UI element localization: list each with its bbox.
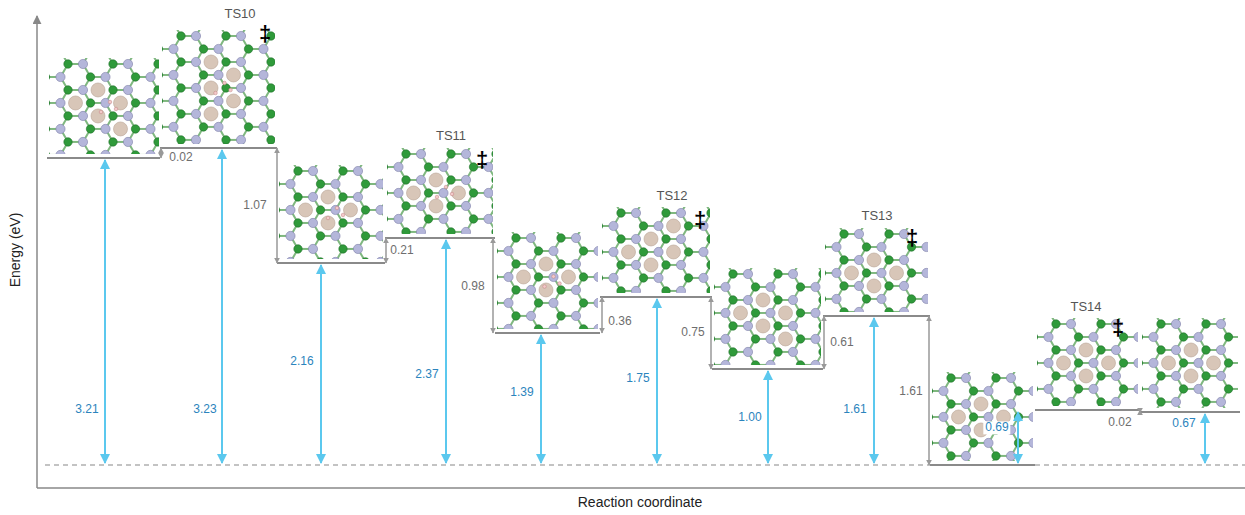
dagger-symbol: ‡ [906,226,918,250]
energy-value: 0.02 [167,151,194,164]
energy-value: 2.16 [288,355,315,368]
energy-arrow [445,240,447,463]
energy-arrow [540,335,542,463]
structure-image [162,30,275,144]
energy-arrow [221,150,223,463]
y-axis [36,16,38,488]
energy-value: 1.61 [841,403,868,416]
energy-arrow [656,299,658,463]
ts-label: TS11 [434,129,468,143]
barrier-arrow [928,316,930,465]
reference-line [45,464,1245,465]
energy-arrow [1204,414,1206,463]
energy-arrow [104,160,106,463]
barrier-arrow [823,316,825,369]
energy-level [823,315,930,317]
structure-image [1142,318,1238,408]
energy-level [712,368,823,370]
ts-label: TS14 [1068,300,1103,314]
structure-image [387,148,493,234]
energy-value: 0.36 [606,315,633,328]
energy-level [47,157,160,159]
barrier-arrow [385,238,387,263]
axis-title: Energy (eV) [8,211,23,290]
ts-label: TS12 [654,189,689,203]
energy-arrow [767,371,769,463]
barrier-arrow [276,148,278,263]
energy-value: 0.61 [828,336,855,349]
dagger-symbol: ‡ [476,148,488,172]
structure-image [1037,318,1138,406]
energy-arrow [873,318,875,463]
energy-arrow [320,265,322,463]
energy-level [600,296,712,298]
energy-value: 0.98 [459,280,486,293]
structure-image [279,165,383,259]
energy-level [385,237,495,239]
energy-value: 0.21 [388,244,415,257]
dagger-symbol: ‡ [1112,316,1124,340]
dagger-symbol: ‡ [259,22,271,46]
energy-value: 1.75 [624,372,651,385]
structure-image [825,228,928,312]
energy-level [277,262,385,264]
structure-image [602,207,710,293]
energy-value: 0.75 [679,326,706,339]
structure-image [49,58,159,154]
barrier-arrow [601,297,603,333]
barrier-arrow [710,297,712,369]
barrier-arrow [492,238,494,333]
energy-arrow [1017,412,1019,463]
dagger-symbol: ‡ [694,208,706,232]
energy-level [1140,411,1240,413]
axis-title: Reaction coordinate [576,495,705,510]
ts-label: TS13 [859,209,894,223]
energy-value: 0.69 [983,421,1010,434]
energy-value: 1.61 [897,385,924,398]
barrier-arrow [1139,410,1141,413]
x-axis [37,487,1245,489]
energy-value: 1.00 [736,411,763,424]
energy-value: 1.07 [241,199,268,212]
energy-value: 1.39 [508,386,535,399]
energy-value: 2.37 [413,368,440,381]
energy-value: 0.67 [1170,417,1197,430]
structure-image [497,232,598,329]
barrier-arrow [160,148,162,158]
energy-level [160,147,277,149]
ts-label: TS10 [222,7,257,21]
energy-value: 0.02 [1106,416,1133,429]
structure-image [714,268,821,365]
energy-level [1035,409,1140,411]
energy-value: 3.23 [191,403,218,416]
structure-image [932,372,1033,461]
energy-value: 3.21 [73,403,100,416]
energy-level [495,332,600,334]
energy-level [930,464,1035,466]
